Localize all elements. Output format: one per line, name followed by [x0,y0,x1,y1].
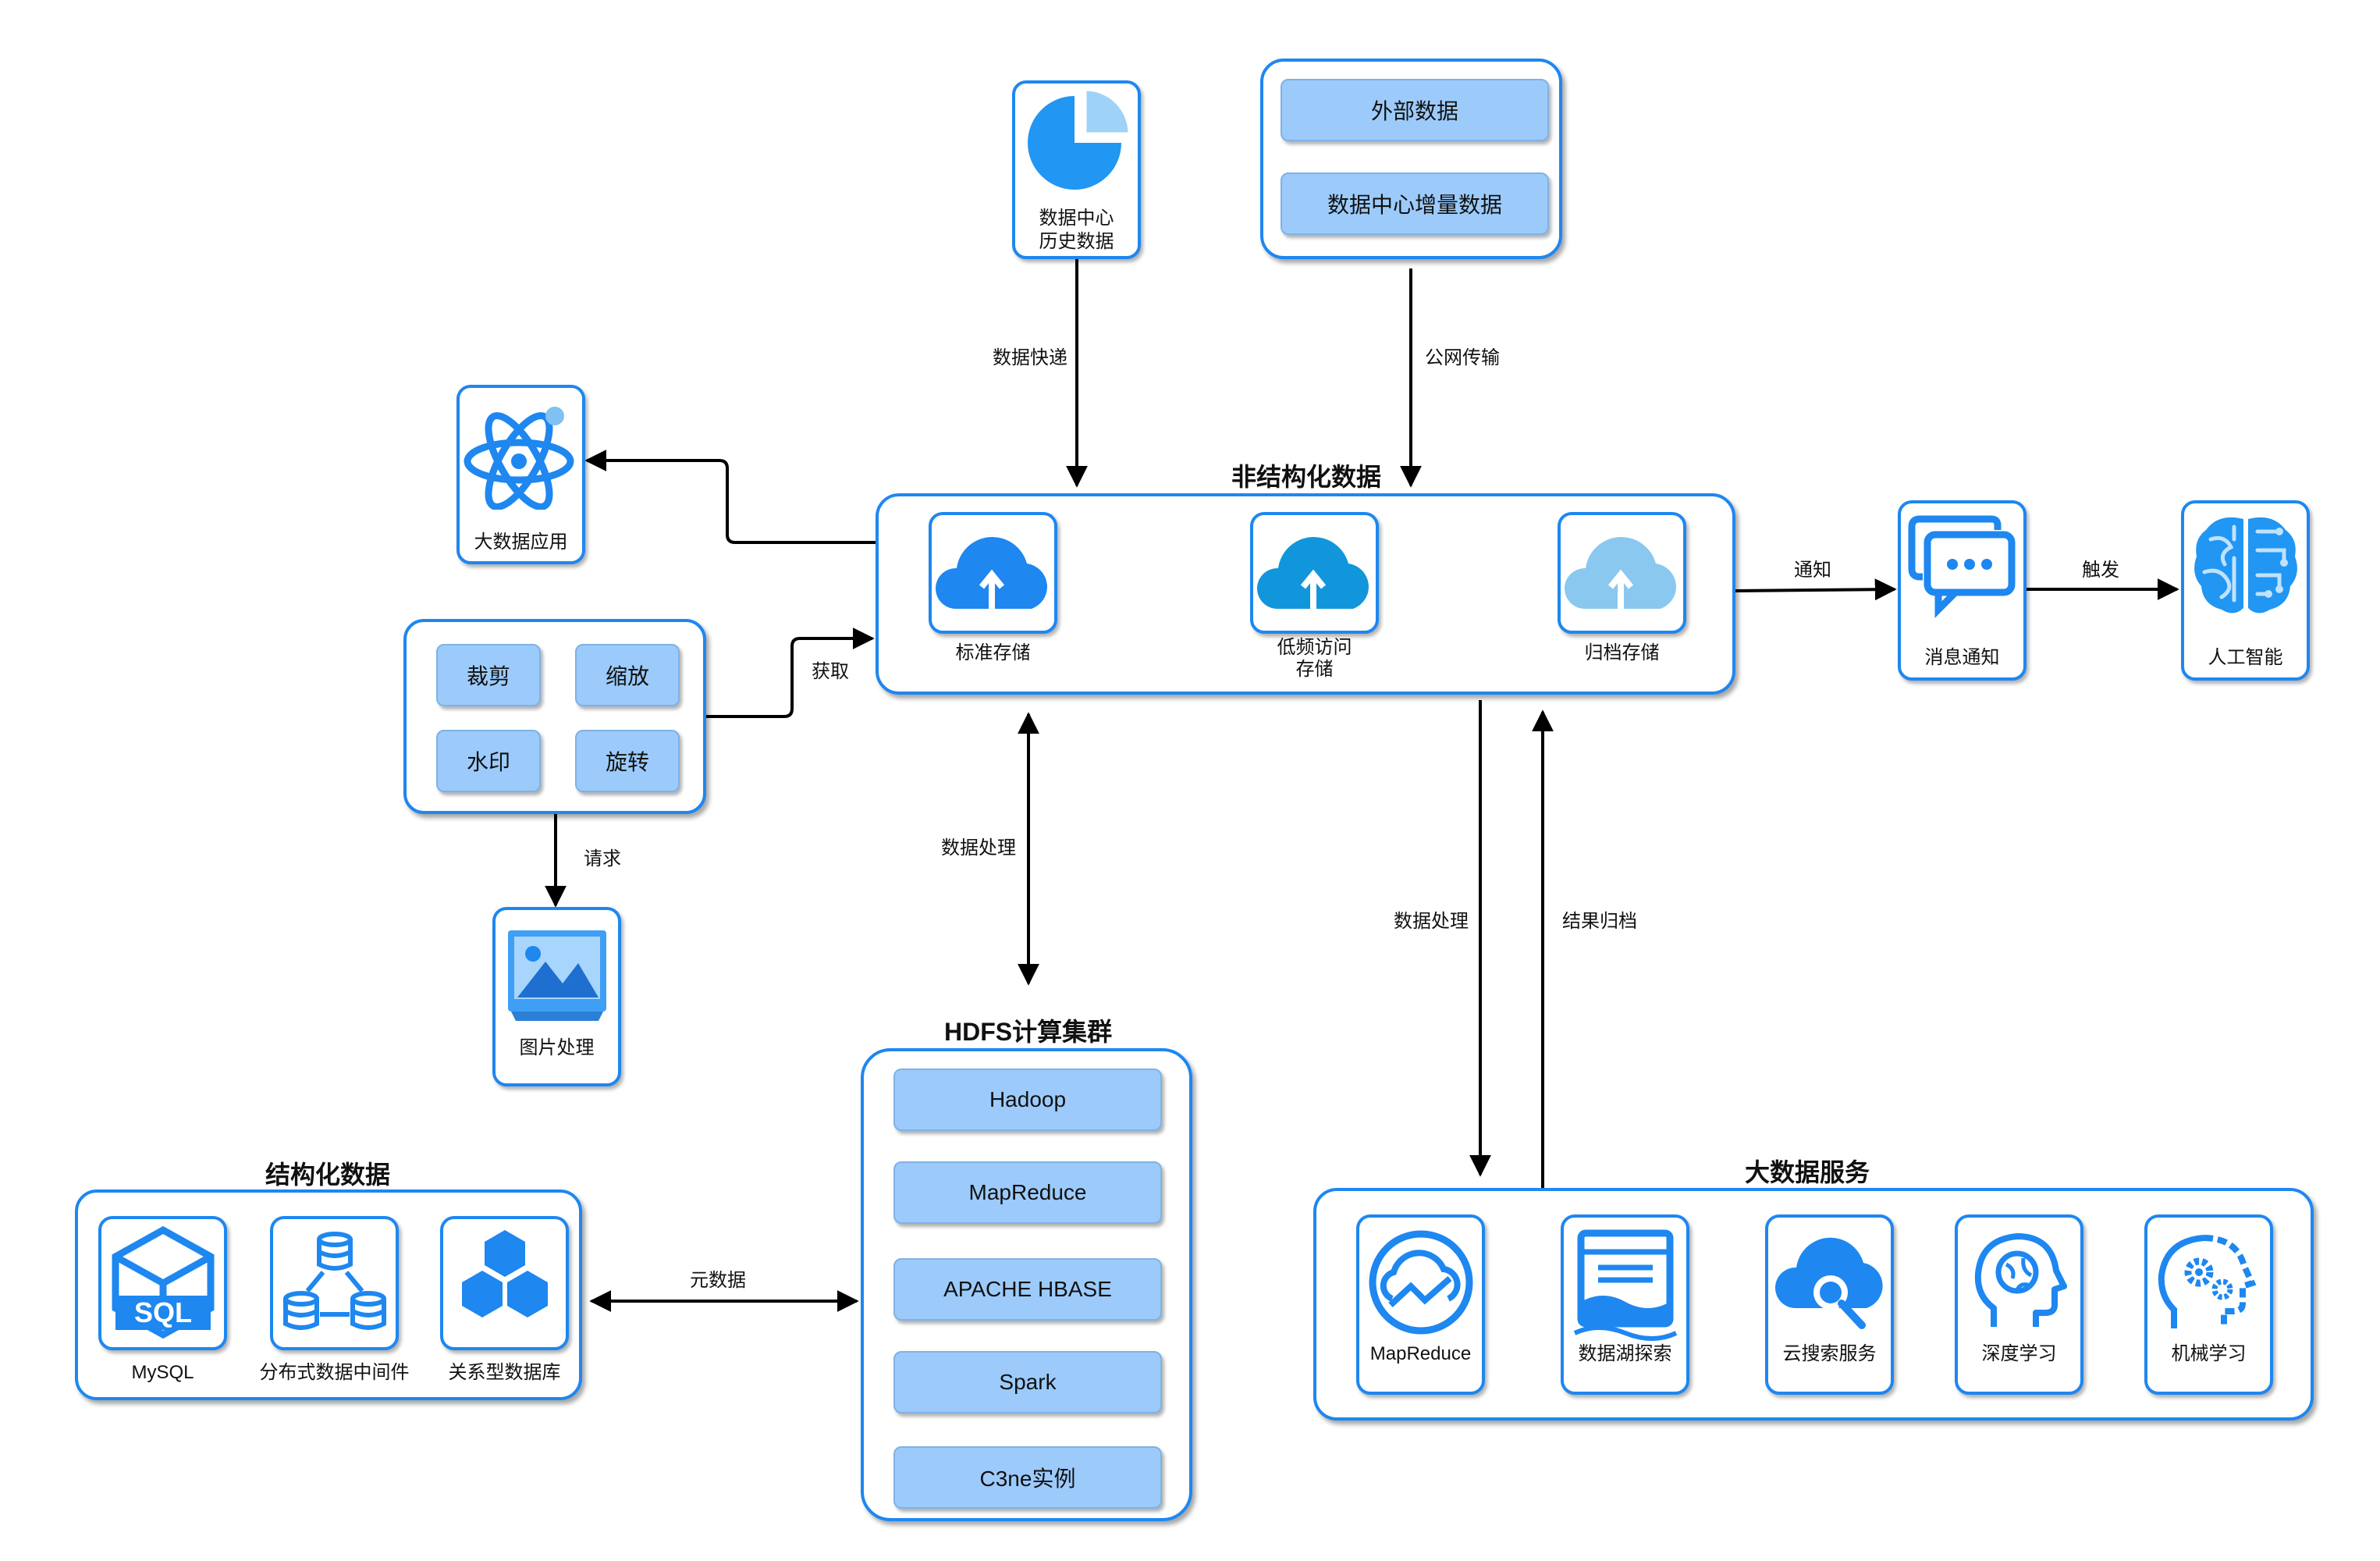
machine-learning-icon [2158,1235,2257,1328]
deep-learning-icon [1974,1233,2067,1327]
low-frequency-storage-label: 低频访问 存储 [1277,637,1352,680]
hdfs-item-hbase[interactable]: APACHE HBASE [893,1258,1162,1321]
service-cloud-search-label: 云搜索服务 [1782,1343,1877,1364]
relational-db-label: 关系型数据库 [448,1362,561,1383]
dc-history-label: 数据中心 历史数据 [1039,208,1114,252]
zoom-button[interactable]: 缩放 [575,644,680,706]
image-operations-group: 裁剪 缩放 水印 旋转 [403,619,706,814]
cloud-upload-icon [1564,537,1676,612]
dc-incremental-data-button[interactable]: 数据中心增量数据 [1281,172,1549,235]
dc-history-node[interactable]: 数据中心 历史数据 [1012,80,1141,259]
edge-label-data-processing-services: 数据处理 [1391,905,1472,933]
edge-fetch [706,628,875,718]
service-machine-learning-node[interactable] [2144,1214,2273,1395]
standard-storage-node[interactable] [929,512,1057,634]
image-processing-label: 图片处理 [519,1037,595,1058]
service-mapreduce-label: MapReduce [1369,1343,1472,1364]
service-machine-learning-label: 机械学习 [2171,1343,2247,1364]
picture-icon [508,930,606,1021]
message-notify-label: 消息通知 [1924,647,2000,668]
atom-icon [464,407,574,510]
edge-notify [1734,578,1897,601]
archive-storage-label: 归档存储 [1584,642,1660,663]
external-data-group: 外部数据 数据中心增量数据 [1260,59,1562,259]
mysql-node[interactable]: SQL [98,1216,227,1350]
unstructured-title: 非结构化数据 [1231,463,1382,491]
chat-icon [1908,515,2016,618]
distributed-db-middleware-node[interactable] [270,1216,399,1350]
hdfs-item-hadoop[interactable]: Hadoop [893,1069,1162,1131]
service-data-lake-node[interactable] [1561,1214,1689,1395]
cloud-chart-icon [1369,1230,1473,1335]
image-processing-node[interactable]: 图片处理 [492,907,621,1086]
relational-db-node[interactable] [440,1216,569,1350]
mysql-label: MySQL [131,1362,194,1383]
archive-storage-node[interactable] [1558,512,1686,634]
ai-node[interactable]: 人工智能 [2181,500,2310,681]
svg-text:SQL: SQL [134,1296,192,1328]
edge-label-data-express: 数据快递 [989,342,1071,369]
big-data-services-group: MapReduce 数据湖探索 云搜索服务 深度学习 [1313,1188,2314,1421]
structured-title: 结构化数据 [265,1161,391,1189]
standard-storage-label: 标准存储 [955,642,1031,663]
hdfs-item-mapreduce[interactable]: MapReduce [893,1161,1162,1224]
edge-label-public-transfer: 公网传输 [1422,342,1503,369]
unstructured-data-group: 标准存储 低频访问 存储 归档存储 [876,493,1735,695]
hdfs-cluster-group: Hadoop MapReduce APACHE HBASE Spark C3ne… [861,1048,1192,1521]
edge-label-notify: 通知 [1791,554,1835,581]
hdfs-item-c3ne[interactable]: C3ne实例 [893,1446,1162,1509]
hdfs-title: HDFS计算集群 [944,1018,1113,1046]
service-deep-learning-label: 深度学习 [1981,1343,2057,1364]
service-cloud-search-node[interactable] [1765,1214,1894,1395]
data-lake-icon [1573,1229,1678,1341]
crop-button[interactable]: 裁剪 [436,644,541,706]
ai-label: 人工智能 [2208,647,2283,668]
edge-to-big-data-app [584,450,876,544]
external-data-button[interactable]: 外部数据 [1281,79,1549,141]
structured-data-group: SQL MySQL 分布式数据中间件 关系型数据库 [75,1189,582,1400]
rotate-button[interactable]: 旋转 [575,730,680,792]
brain-icon [2194,517,2297,613]
edge-label-data-processing-hdfs: 数据处理 [938,832,1019,859]
service-mapreduce-node[interactable] [1356,1214,1485,1395]
edge-label-request: 请求 [581,843,624,870]
big-data-app-label: 大数据应用 [474,532,568,553]
edge-label-metadata: 元数据 [687,1264,749,1292]
big-data-app-node[interactable]: 大数据应用 [456,385,585,564]
distributed-db-middleware-label: 分布式数据中间件 [259,1362,410,1383]
service-deep-learning-node[interactable] [1955,1214,2083,1395]
hdfs-item-spark[interactable]: Spark [893,1351,1162,1413]
edge-label-fetch: 获取 [808,656,852,683]
big-data-services-title: 大数据服务 [1745,1158,1870,1186]
distributed-db-icon [283,1232,386,1330]
low-frequency-storage-node[interactable] [1250,512,1379,634]
pie-chart-icon [1028,88,1131,190]
sql-icon: SQL [112,1225,215,1339]
message-notify-node[interactable]: 消息通知 [1898,500,2027,681]
cloud-upload-icon [1256,537,1369,612]
edge-label-result-archive: 结果归档 [1559,905,1640,933]
service-data-lake-label: 数据湖探索 [1578,1343,1672,1364]
cloud-search-icon [1774,1237,1883,1329]
watermark-button[interactable]: 水印 [436,730,541,792]
cloud-upload-icon [935,537,1047,612]
edge-label-trigger: 触发 [2079,554,2122,581]
hexagons-icon [462,1230,548,1317]
